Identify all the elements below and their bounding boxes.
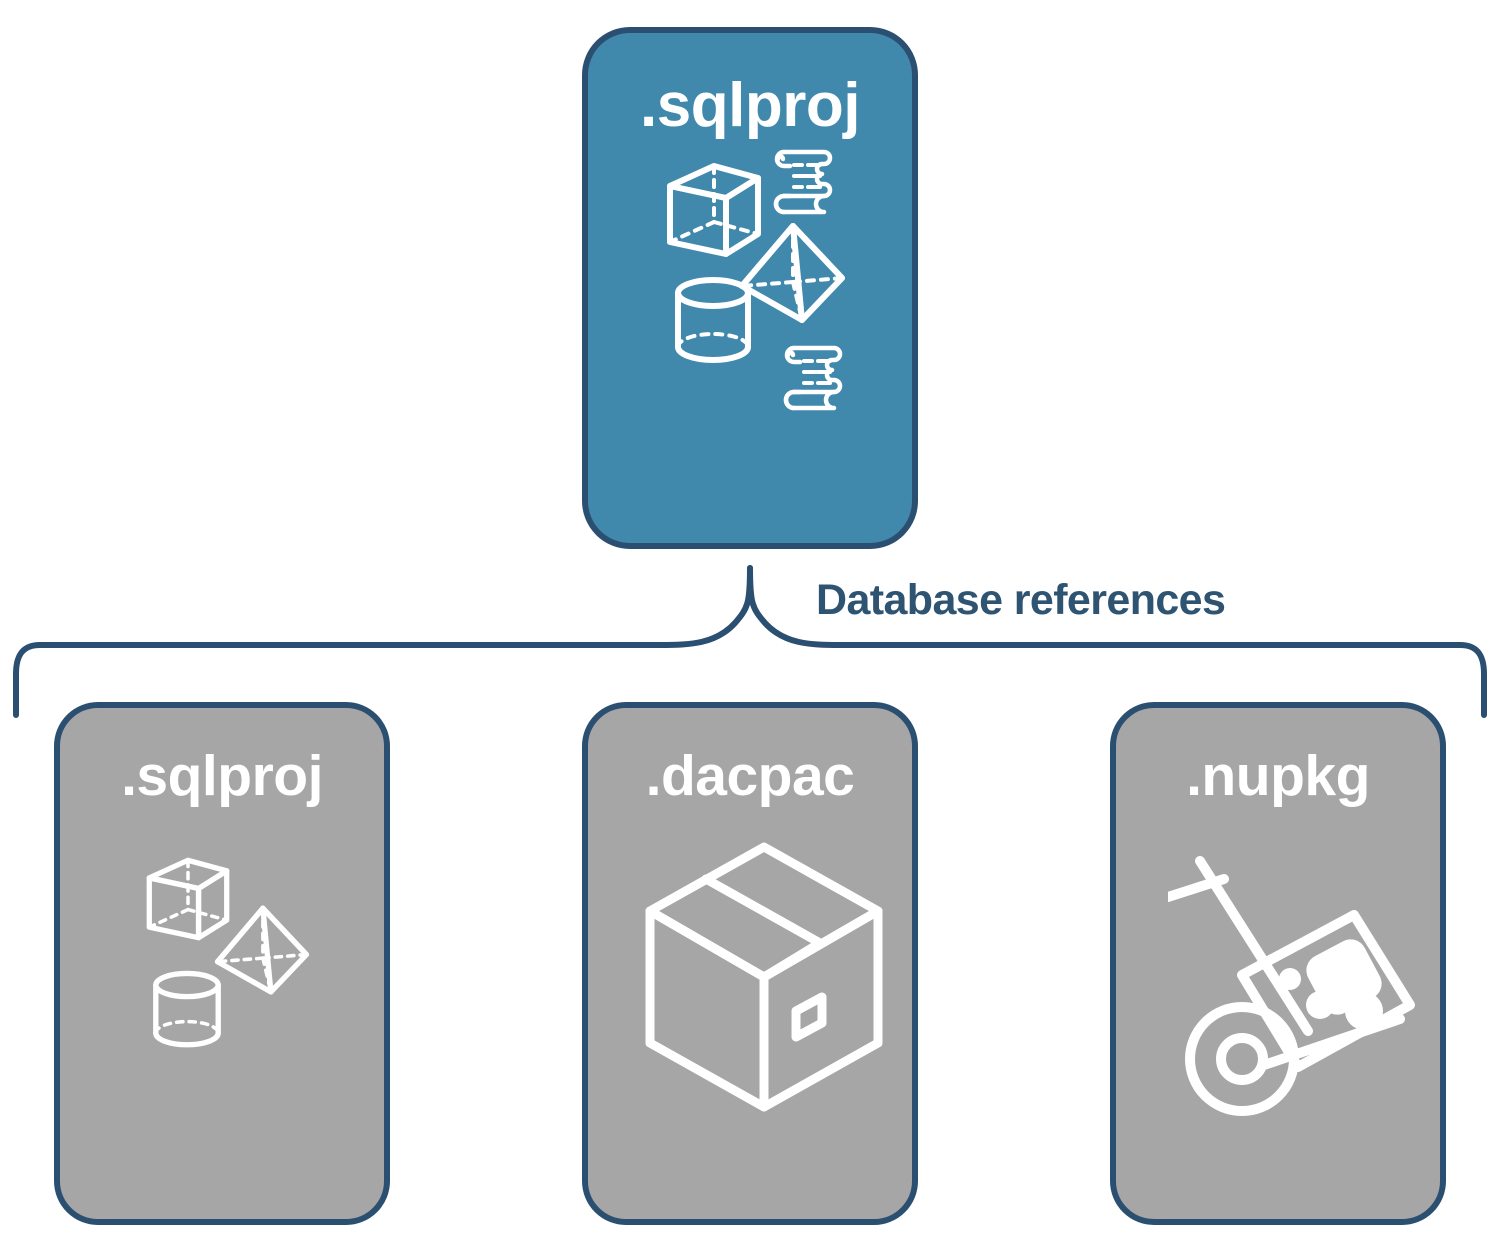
scroll-document-icon: [783, 345, 843, 411]
card-sqlproj-root[interactable]: .sqlproj: [582, 27, 918, 549]
card-title-nupkg: .nupkg: [1186, 744, 1370, 808]
bracket-label: Database references: [816, 576, 1226, 624]
bracket-left-arm: [37, 565, 753, 648]
database-references-bracket: [13, 565, 1487, 718]
hand-truck-package-icon: [1168, 856, 1415, 1116]
card-dacpac[interactable]: .dacpac: [582, 702, 918, 1225]
cube-wireframe-icon: [146, 857, 230, 941]
icon-area-dacpac: [588, 805, 912, 1219]
icon-area-nupkg: [1116, 805, 1440, 1219]
pyramid-wireframe-icon: [214, 905, 310, 995]
card-title-dacpac: .dacpac: [645, 744, 855, 808]
card-sqlproj-reference[interactable]: .sqlproj: [54, 702, 390, 1225]
cylinder-wireframe-icon: [675, 277, 751, 363]
card-title-sqlproj-reference: .sqlproj: [121, 744, 323, 808]
icon-area-sqlproj-reference: [60, 805, 384, 1219]
cube-wireframe-icon: [667, 163, 761, 257]
package-box-icon: [645, 842, 883, 1112]
bracket-left-hook: [13, 642, 43, 718]
pyramid-wireframe-icon: [739, 223, 845, 323]
card-nupkg[interactable]: .nupkg: [1110, 702, 1446, 1225]
bracket-right-hook: [1457, 642, 1487, 718]
icon-area-sqlproj-root: [588, 137, 912, 543]
cylinder-wireframe-icon: [153, 970, 221, 1048]
scroll-document-icon: [773, 149, 833, 215]
card-title-sqlproj-root: .sqlproj: [640, 71, 860, 140]
